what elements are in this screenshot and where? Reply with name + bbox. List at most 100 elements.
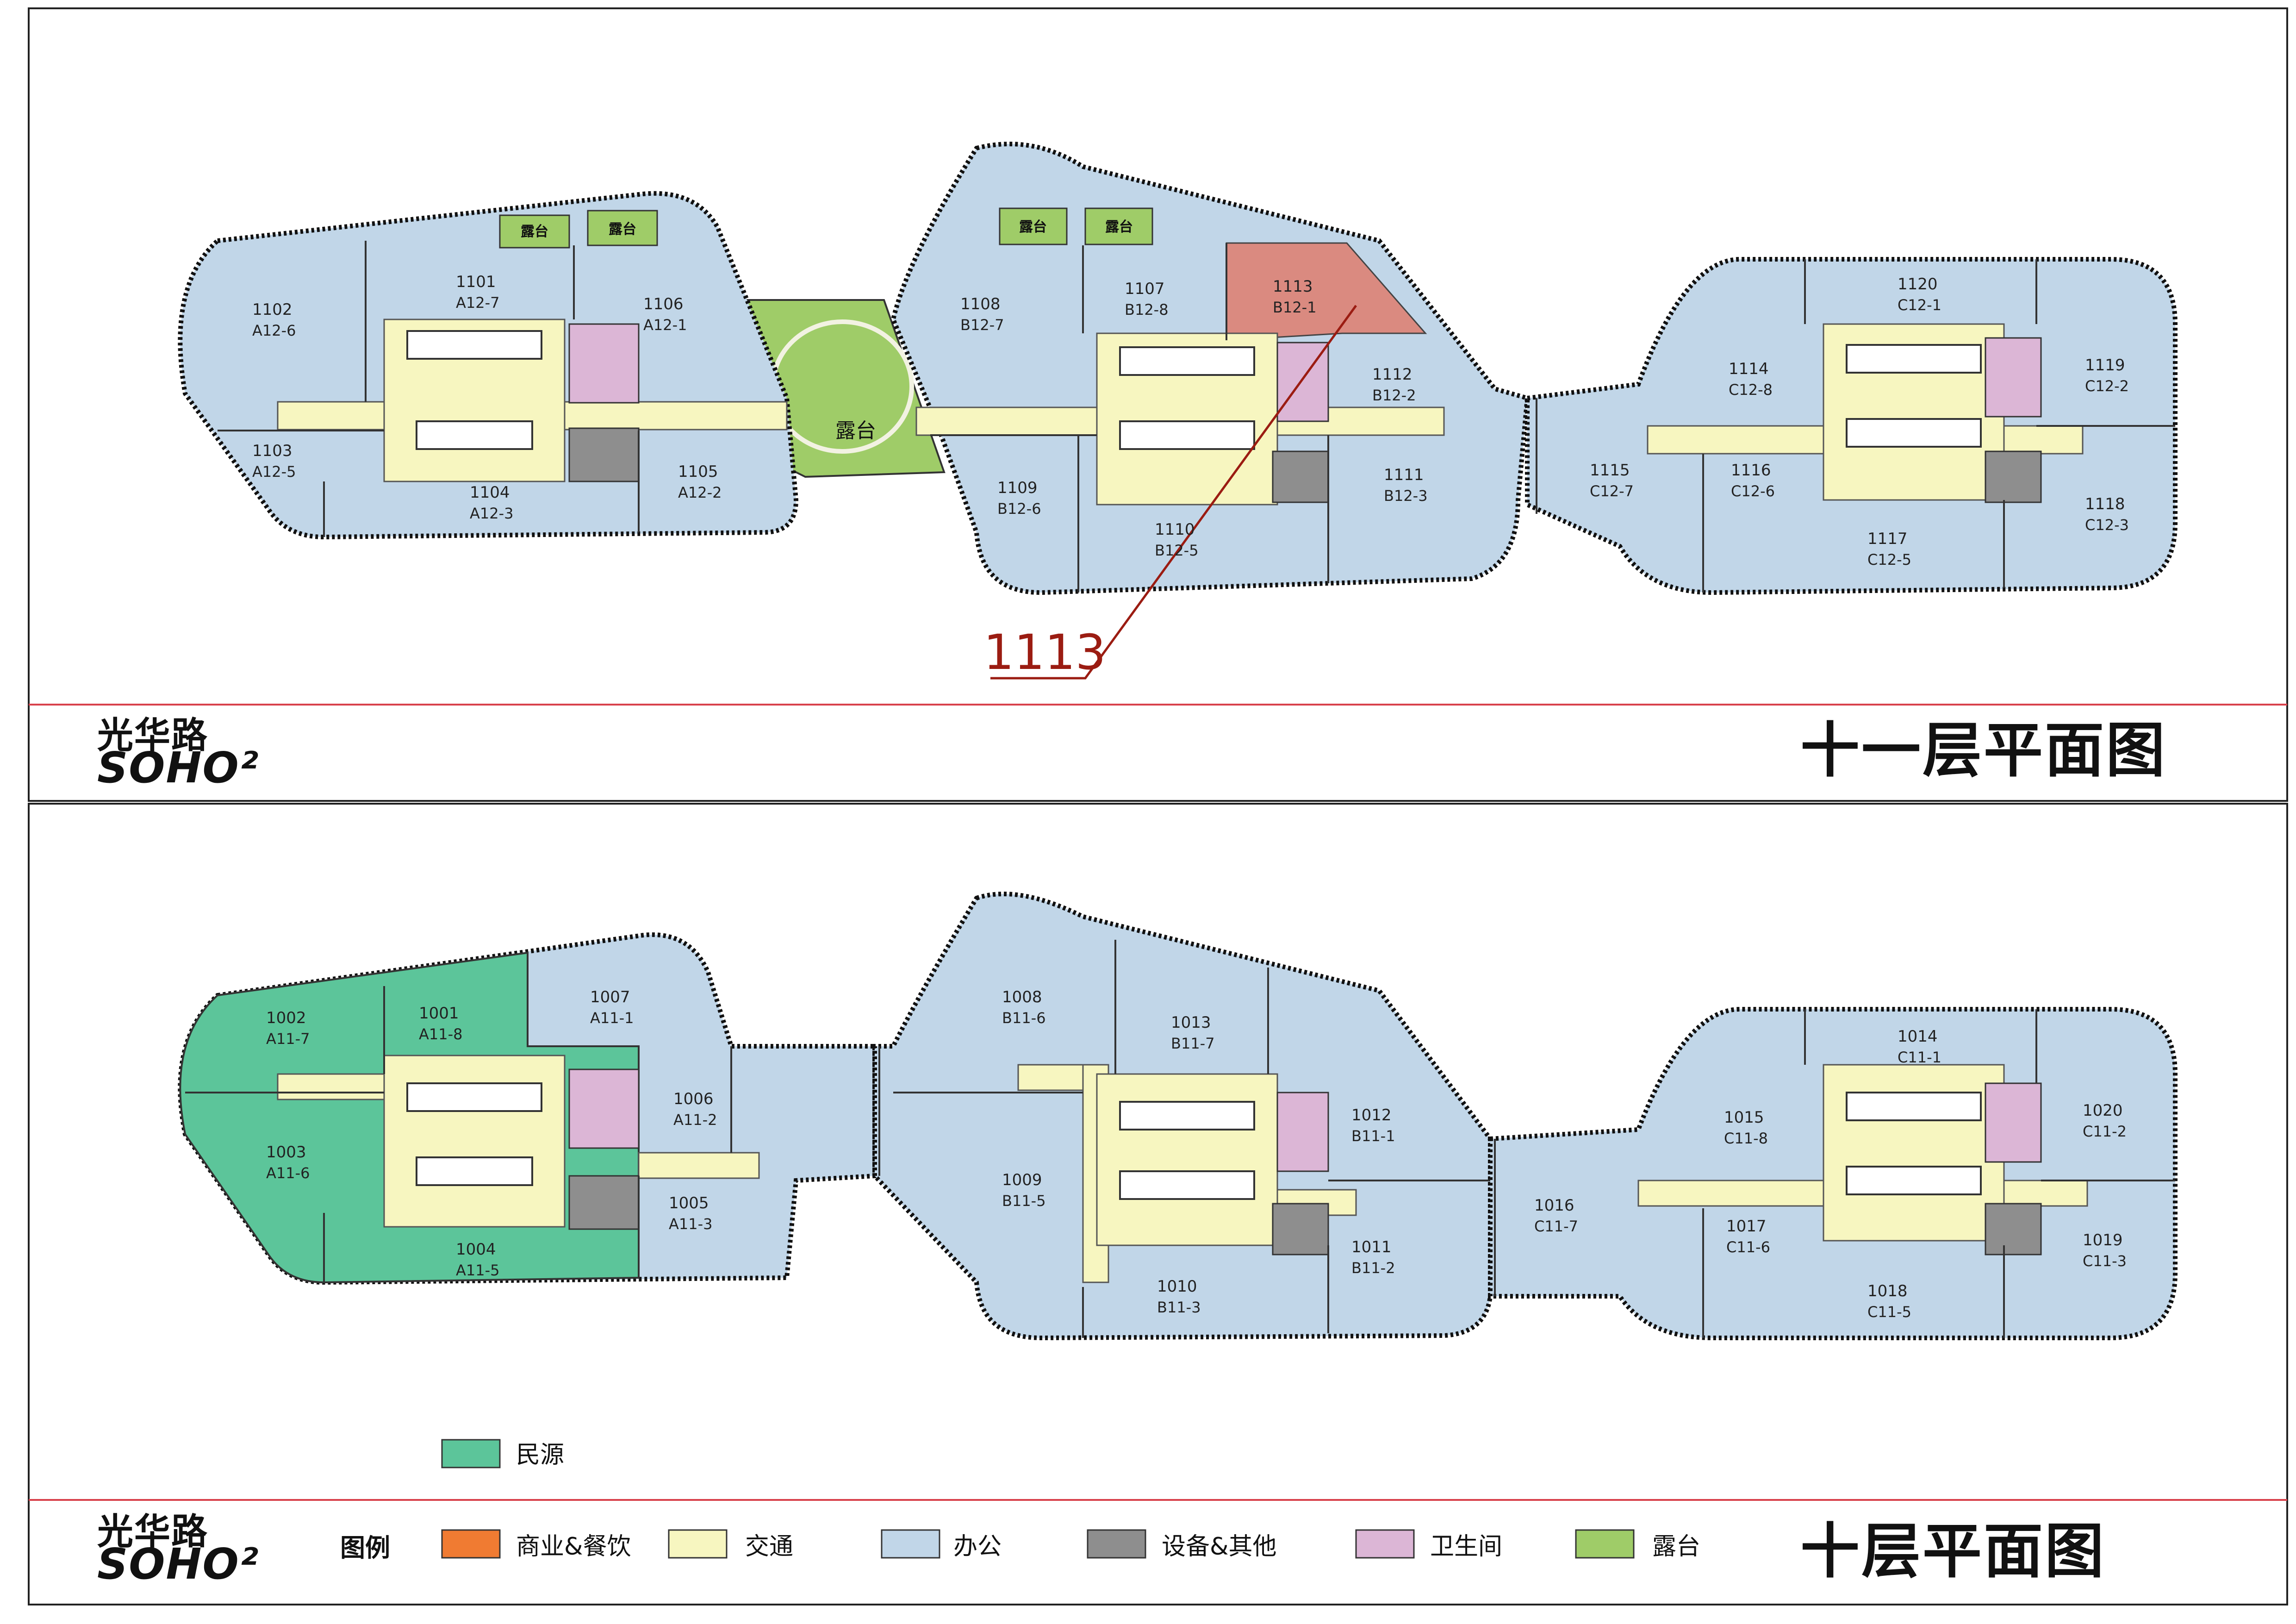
- unit-label-1110: 1110: [1155, 520, 1195, 539]
- unit-label-1113: 1113: [1273, 277, 1313, 296]
- unit-code-1114: C12-8: [1729, 381, 1773, 399]
- equipment-a: [568, 427, 640, 482]
- callout-label-1113: 1113: [983, 624, 1106, 681]
- elevator-bank-c-1: [1846, 344, 1982, 374]
- unit-code-1017: C11-6: [1726, 1238, 1770, 1256]
- legend: 图例 商业&餐饮 交通 办公 设备&其他 卫生间 露台: [340, 1529, 1700, 1562]
- floor-11-title: 十一层平面图: [1800, 716, 2167, 785]
- floor-10-partitions: [185, 940, 2175, 1338]
- unit-code-1120: C12-1: [1898, 296, 1941, 314]
- unit-code-1001: A11-8: [419, 1025, 463, 1043]
- legend-swatch-commercial: [441, 1529, 501, 1559]
- unit-label-1007: 1007: [590, 988, 630, 1006]
- unit-label-1102: 1102: [252, 300, 292, 319]
- floor-10-plan: 1001 A11-8 1002 A11-7 1003 A11-6 1004 A1…: [178, 892, 2178, 1469]
- terrace-a-1: [499, 214, 570, 249]
- unit-label-1005: 1005: [669, 1194, 709, 1212]
- logo-top: 光华路 SOHO²: [97, 715, 259, 793]
- unit-label-1120: 1120: [1898, 275, 1938, 294]
- unit-code-1012: B11-1: [1351, 1127, 1395, 1145]
- unit-label-1107: 1107: [1125, 280, 1165, 298]
- corridor-10-a: [277, 1073, 404, 1100]
- floor-11-unit-labels: 1101 A12-7 1102 A12-6 1103 A12-5 1104 A1…: [252, 273, 2129, 568]
- elevator-bank-b-1: [1119, 346, 1255, 376]
- restroom-c: [1985, 337, 2042, 418]
- unit-label-1019: 1019: [2083, 1231, 2123, 1249]
- corridor-10-c2: [1998, 1180, 2088, 1207]
- unit-label-1114: 1114: [1729, 360, 1769, 378]
- restroom-10-b: [1276, 1092, 1329, 1172]
- bottom-frame: [28, 803, 2288, 1605]
- unit-code-1107: B12-8: [1125, 301, 1169, 319]
- unit-label-1103: 1103: [252, 442, 292, 460]
- unit-label-1112: 1112: [1372, 365, 1412, 384]
- legend-label-restroom: 卫生间: [1430, 1533, 1502, 1561]
- unit-label-1015: 1015: [1724, 1108, 1764, 1127]
- terrace-b-1-label: 露台: [1019, 219, 1047, 235]
- unit-label-1115: 1115: [1590, 461, 1630, 480]
- logo-top-line2: SOHO²: [97, 743, 259, 793]
- legend-swatch-office: [881, 1529, 940, 1559]
- unit-code-1118: C12-3: [2085, 516, 2129, 534]
- elevator-10-b-2: [1119, 1170, 1255, 1200]
- equipment-10-b: [1272, 1203, 1329, 1255]
- legend-label-equipment: 设备&其他: [1162, 1533, 1277, 1561]
- elevator-bank-c-2: [1846, 418, 1982, 448]
- unit-label-1010: 1010: [1157, 1277, 1197, 1296]
- unit-label-1116: 1116: [1731, 461, 1771, 480]
- restroom-a: [568, 323, 640, 404]
- unit-code-1015: C11-8: [1724, 1130, 1768, 1147]
- unit-code-1003: A11-6: [266, 1164, 310, 1182]
- legend-title: 图例: [340, 1533, 390, 1562]
- unit-label-1117: 1117: [1867, 530, 1908, 548]
- unit-code-1115: C12-7: [1590, 482, 1634, 500]
- unit-label-1016: 1016: [1534, 1196, 1574, 1215]
- restroom-10-c: [1985, 1082, 2042, 1163]
- floor-11-plan: 1113 露台 露台 露台 露台 露台 1101 A12-7 1102 A12-…: [178, 142, 2178, 681]
- unit-code-1112: B12-2: [1372, 387, 1416, 404]
- unit-label-1020: 1020: [2083, 1101, 2123, 1120]
- elevator-10-a-1: [406, 1082, 542, 1112]
- plaza-terrace-label: 露台: [835, 419, 876, 443]
- legend-swatch-restroom: [1355, 1529, 1415, 1559]
- elevator-10-c-1: [1846, 1092, 1982, 1121]
- unit-label-1105: 1105: [678, 462, 718, 481]
- unit-label-1106: 1106: [643, 295, 684, 313]
- unit-code-1020: C11-2: [2083, 1123, 2127, 1140]
- unit-label-1104: 1104: [470, 483, 510, 502]
- elevator-bank-b-2: [1119, 420, 1255, 450]
- unit-code-1119: C12-2: [2085, 377, 2129, 395]
- logo-bottom-line2: SOHO²: [97, 1539, 259, 1589]
- legend-swatch-terrace: [1575, 1529, 1635, 1559]
- unit-code-1005: A11-3: [669, 1215, 713, 1233]
- terrace-b-2: [1084, 207, 1153, 245]
- legend-label-office: 办公: [953, 1533, 1002, 1561]
- unit-code-1102: A12-6: [252, 322, 296, 339]
- terrace-a-1-label: 露台: [521, 224, 548, 240]
- unit-code-1010: B11-3: [1157, 1299, 1201, 1316]
- logo-top-line1: 光华路: [97, 715, 208, 756]
- unit-code-1105: A12-2: [678, 484, 722, 501]
- equipment-b: [1272, 450, 1329, 503]
- unit-label-1004: 1004: [456, 1240, 496, 1259]
- core-10-c: [1823, 1064, 2005, 1242]
- legend-label-circulation: 交通: [745, 1533, 793, 1561]
- callout-leader-1113: [990, 305, 1357, 680]
- unit-code-1101: A12-7: [456, 294, 500, 312]
- corridor-10-c: [1637, 1180, 1834, 1207]
- unit-code-1116: C12-6: [1731, 482, 1775, 500]
- unit-label-1108: 1108: [960, 295, 1001, 313]
- minyuan-label: 民源: [516, 1441, 564, 1469]
- unit-label-1008: 1008: [1002, 988, 1042, 1006]
- corridor-10-a2: [638, 1152, 760, 1179]
- legend-label-terrace: 露台: [1652, 1533, 1700, 1561]
- unit-label-1002: 1002: [266, 1009, 306, 1027]
- unit-code-1009: B11-5: [1002, 1192, 1046, 1210]
- unit-label-1111: 1111: [1384, 466, 1424, 484]
- unit-code-1011: B11-2: [1351, 1259, 1395, 1277]
- floor-10-unit-labels: 1001 A11-8 1002 A11-7 1003 A11-6 1004 A1…: [266, 988, 2127, 1321]
- top-frame: [28, 7, 2288, 802]
- minyuan-swatch: [441, 1439, 501, 1468]
- unit-label-1013: 1013: [1171, 1013, 1211, 1032]
